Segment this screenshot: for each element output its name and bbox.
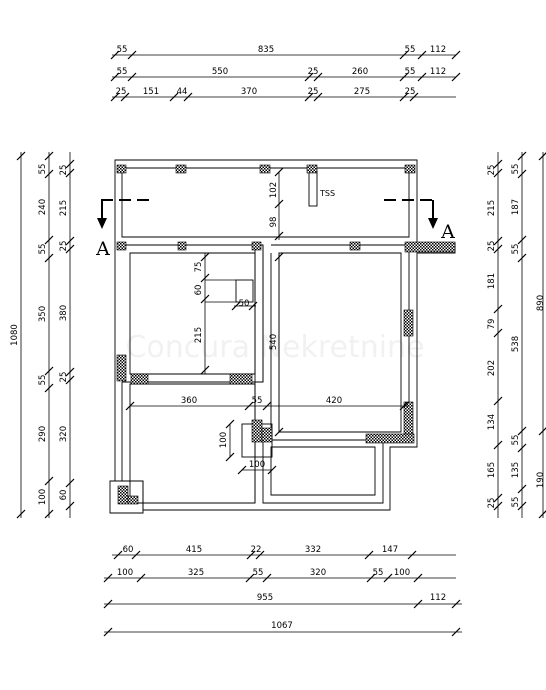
walls (109, 159, 456, 514)
section-marker-right: A (440, 221, 455, 243)
section-marker-left: A (95, 238, 110, 260)
dim-top-3-a: 25 (116, 87, 127, 97)
interior-dimensions: 102 98 75 60 215 50 540 360 55 420 (125, 167, 409, 475)
dim-left-inner-1: 25 (59, 165, 69, 176)
dim-top-3-b: 151 (143, 87, 159, 97)
dim-top-3-d: 370 (241, 87, 257, 97)
dim-interior-215: 215 (194, 327, 204, 343)
dim-right-inner-4: 181 (487, 273, 497, 289)
niche-box (235, 279, 254, 303)
dim-top-1-b: 835 (258, 45, 274, 55)
dim-right-outer-6: 135 (511, 462, 521, 478)
dim-right-total-1: 890 (536, 295, 546, 311)
dim-right-outer-7: 55 (511, 497, 521, 508)
dim-bottom-2-f: 100 (394, 568, 410, 578)
dim-interior-75: 75 (194, 262, 204, 273)
dim-bottom-4-a: 1067 (271, 621, 293, 631)
dim-top-2-f: 112 (430, 67, 446, 77)
dim-bottom-2-c: 55 (253, 568, 264, 578)
dim-right-outer-5: 55 (511, 435, 521, 446)
dim-right-outer-3: 55 (511, 244, 521, 255)
dim-interior-55: 55 (252, 396, 263, 406)
dim-interior-360: 360 (181, 396, 197, 406)
dim-right-inner-2: 215 (487, 200, 497, 216)
dim-interior-540: 540 (269, 334, 279, 350)
dim-top-1-c: 55 (405, 45, 416, 55)
dim-bottom-3-b: 112 (430, 593, 446, 603)
dim-bottom-1-d: 332 (305, 545, 321, 555)
dim-bottom-3-a: 955 (257, 593, 273, 603)
dim-right-outer-4: 538 (511, 336, 521, 352)
dim-interior-102: 102 (269, 182, 279, 198)
dim-bottom-1-a: 60 (123, 545, 134, 555)
dim-left-outer-6: 290 (38, 426, 48, 442)
dim-left-inner-3: 25 (59, 241, 69, 252)
dim-bottom-2-b: 325 (188, 568, 204, 578)
dim-left-outer-4: 350 (38, 306, 48, 322)
dim-right-outer-1: 55 (511, 164, 521, 175)
dim-top-3-e: 25 (308, 87, 319, 97)
dim-top-3-g: 25 (405, 87, 416, 97)
bottom-dimensions: 60 415 22 332 147 100 325 55 320 55 100 … (103, 545, 462, 637)
dim-bottom-1-b: 415 (186, 545, 202, 555)
dim-left-outer-5: 55 (38, 375, 48, 386)
dim-right-inner-6: 202 (487, 360, 497, 376)
dim-top-2-d: 260 (352, 67, 368, 77)
dim-left-outer-3: 55 (38, 244, 48, 255)
dim-right-inner-1: 25 (487, 165, 497, 176)
dim-interior-50: 50 (239, 299, 250, 309)
dim-left-inner-7: 60 (59, 490, 69, 501)
dim-bottom-1-e: 147 (382, 545, 398, 555)
right-dimensions: 25 215 25 181 79 202 134 165 25 55 187 5… (487, 151, 546, 519)
dim-top-2-e: 55 (405, 67, 416, 77)
dim-top-2-c: 25 (308, 67, 319, 77)
dim-right-total-2: 190 (536, 472, 546, 488)
columns (116, 164, 456, 505)
dim-bottom-2-e: 55 (373, 568, 384, 578)
dim-left-outer-1: 55 (38, 164, 48, 175)
dim-top-2-b: 550 (212, 67, 228, 77)
dim-left-total: 1080 (10, 324, 20, 346)
dim-left-inner-2: 215 (59, 200, 69, 216)
dim-left-outer-2: 240 (38, 199, 48, 215)
dim-top-3-f: 275 (354, 87, 370, 97)
watermark: Concura Nekretnine (125, 330, 424, 365)
dim-top-1-a: 55 (117, 45, 128, 55)
dim-right-inner-8: 165 (487, 462, 497, 478)
dim-left-outer-7: 100 (38, 489, 48, 505)
dim-right-inner-9: 25 (487, 498, 497, 509)
dim-bottom-1-c: 22 (251, 545, 262, 555)
dim-right-inner-3: 25 (487, 241, 497, 252)
dim-top-2-a: 55 (117, 67, 128, 77)
dim-top-1-d: 112 (430, 45, 446, 55)
dim-right-inner-5: 79 (487, 319, 497, 330)
dim-interior-100-h: 100 (249, 460, 265, 470)
dim-interior-420: 420 (326, 396, 342, 406)
dim-interior-100-v: 100 (219, 432, 229, 448)
dim-interior-98: 98 (269, 217, 279, 228)
left-dimensions: 1080 55 240 55 350 55 290 100 25 215 25 … (10, 151, 75, 519)
dim-right-inner-7: 134 (487, 414, 497, 430)
tss-shaft (308, 170, 318, 207)
dim-interior-60: 60 (194, 285, 204, 296)
dim-left-inner-5: 25 (59, 372, 69, 383)
dim-left-inner-6: 320 (59, 426, 69, 442)
dim-bottom-2-a: 100 (117, 568, 133, 578)
dim-left-inner-4: 380 (59, 305, 69, 321)
section-cut-right: A (384, 199, 455, 243)
dim-top-3-c: 44 (177, 87, 188, 97)
top-dimensions: 55 835 55 112 55 550 25 260 55 112 25 15… (110, 45, 461, 102)
dim-right-outer-2: 187 (511, 199, 521, 215)
room-label-tss: TSS (319, 189, 335, 198)
section-cut-left: A (95, 199, 152, 260)
dim-bottom-2-d: 320 (310, 568, 326, 578)
